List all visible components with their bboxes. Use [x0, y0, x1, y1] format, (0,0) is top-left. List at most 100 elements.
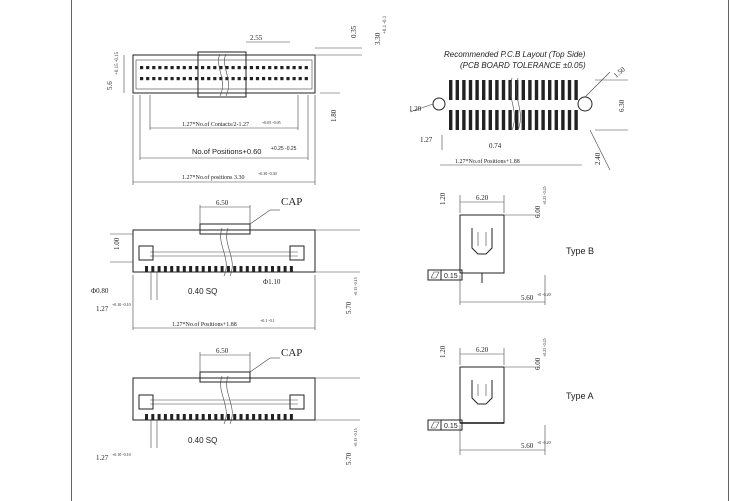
pin-tail — [208, 414, 211, 420]
dim-right-text: 5.70 — [345, 452, 353, 465]
pin-tail — [151, 266, 155, 272]
dim-left-text: 5.6 — [106, 81, 114, 90]
dim-bottom-text: 5.60 — [521, 442, 534, 450]
dim-pad-text: 0.74 — [489, 142, 502, 150]
dim-right-2-text: 3.30 — [374, 32, 382, 45]
pin-tail — [145, 414, 148, 420]
break-line — [220, 227, 227, 277]
dim-pitch-tol: +0.10 -0.10 — [112, 302, 131, 307]
dim-top-text: 1.20 — [439, 192, 447, 205]
pcb-pad — [534, 80, 539, 100]
pcb-pad — [449, 80, 453, 100]
pin-tail — [277, 414, 281, 420]
pcb-pad — [468, 80, 473, 100]
pin-tail — [163, 414, 167, 420]
pin-square — [207, 77, 211, 81]
pin-tail — [201, 414, 205, 420]
dim-total-tol: +0.30 -0.30 — [258, 171, 277, 176]
pin-square — [255, 77, 260, 81]
pin-tail — [239, 266, 243, 272]
pcb-pad — [554, 110, 558, 130]
top-view: 2.55 0.35 3.30 +0.1 -0.1 5.6 +0.15 -0.15… — [106, 15, 388, 185]
dim-height-text: 6.30 — [618, 99, 626, 112]
dim-hole-text: Φ1.10 — [263, 278, 281, 286]
pin-tail — [226, 266, 230, 272]
dim-width-text: 6.20 — [476, 346, 489, 354]
pin-square — [268, 77, 272, 81]
pin-square — [152, 77, 156, 81]
pcb-pad — [515, 110, 519, 130]
pcb-pad — [574, 110, 578, 130]
pin-tail — [145, 266, 148, 272]
pin-square — [170, 77, 174, 81]
pcb-pad — [455, 80, 459, 100]
pin-tail — [271, 266, 274, 272]
side-view-a-body — [132, 377, 316, 421]
top-view-pin-grid — [140, 66, 308, 81]
pin-tail — [233, 414, 237, 420]
pin-tail — [182, 266, 186, 272]
dim-pitch-text: 1.27 — [96, 305, 109, 313]
dim-height-text: 6.00 — [534, 205, 542, 218]
pin-square — [201, 66, 205, 70]
pin-tail — [239, 414, 243, 420]
dim-height-text: 6.00 — [534, 357, 542, 370]
dim-hole-left-text: 1.20 — [409, 105, 422, 113]
dim-pin-text: 0.40 SQ — [188, 287, 217, 296]
side-view-b-cap — [199, 223, 251, 235]
flatness-icon — [430, 421, 440, 429]
pin-square — [158, 77, 162, 81]
type-b-contact — [471, 228, 493, 255]
pin-tail — [264, 266, 268, 272]
dim-pitch-text: 1.27 — [96, 454, 109, 462]
dim-height-tol: +0.25 -0.25 — [542, 186, 547, 205]
pin-square — [219, 77, 223, 81]
dim-total-tol: +0.1 -0.1 — [260, 318, 275, 323]
pin-square — [304, 77, 308, 81]
dim-contacts-tol: +0.05 -0.05 — [262, 120, 281, 125]
pin-tail — [264, 414, 268, 420]
break-line — [516, 77, 521, 131]
pin-square — [249, 66, 253, 70]
latch-left — [138, 245, 154, 261]
pcb-layout-subtitle: (PCB BOARD TOLERANCE ±0.05) — [460, 61, 586, 70]
pin-square — [164, 66, 168, 70]
dim-right-tol: +0.15 -0.15 — [353, 277, 358, 296]
pcb-pad — [528, 110, 532, 130]
top-view-inner — [135, 59, 313, 90]
break-line — [226, 227, 233, 277]
type-a-view: 6.20 1.20 6.00 +0.25 -0.25 0.15 5.60 +0 … — [427, 338, 594, 455]
pin-tail — [220, 266, 224, 272]
pcb-pad — [508, 80, 512, 100]
pcb-pad — [449, 110, 453, 130]
dim-height-text: 1.00 — [113, 237, 121, 250]
pcb-pad-array — [449, 80, 578, 130]
pin-square — [249, 77, 253, 81]
pin-square — [213, 77, 217, 81]
pin-square — [213, 66, 217, 70]
pin-tail — [252, 266, 256, 272]
pin-square — [170, 66, 174, 70]
pin-tail — [176, 414, 180, 420]
pcb-pad — [548, 110, 552, 130]
dim-side-text: 2.40 — [594, 152, 602, 165]
pin-square — [243, 77, 247, 81]
pin-tail — [220, 414, 224, 420]
type-b-label: Type B — [566, 246, 594, 256]
leader-line — [409, 103, 434, 113]
right-locating-hole — [577, 96, 593, 112]
pin-square — [286, 66, 290, 70]
pin-tail — [189, 414, 193, 420]
pin-tail — [289, 414, 293, 420]
dim-cap-text: 6.50 — [216, 347, 229, 355]
pin-square — [176, 77, 180, 81]
break-line — [510, 77, 515, 131]
pin-tail — [277, 266, 281, 272]
pin-square — [231, 66, 235, 70]
pcb-pad — [561, 80, 565, 100]
pin-tail — [151, 414, 155, 420]
pin-square — [262, 77, 266, 81]
pin-tail — [163, 266, 167, 272]
dim-right-1-text: 0.35 — [350, 25, 358, 38]
